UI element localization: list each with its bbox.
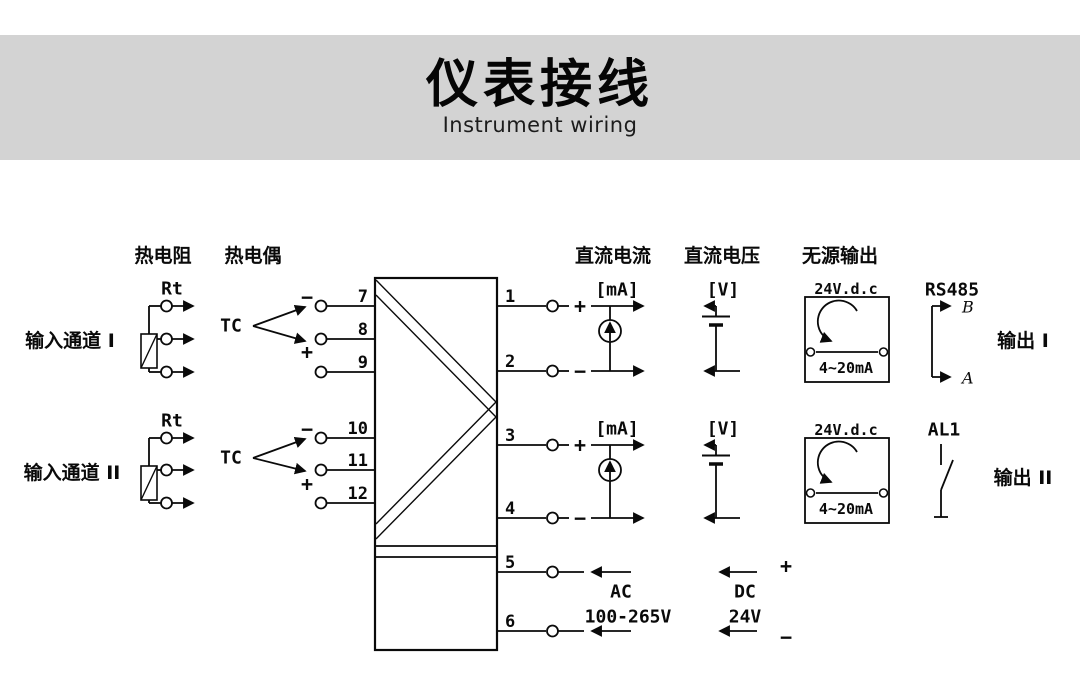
label-input-channel-1: 输入通道 I — [25, 329, 115, 352]
tc1-minus-sign: − — [301, 285, 313, 309]
label-rt-2: Rt — [161, 411, 183, 432]
sensor-lead-circle — [160, 496, 173, 510]
terminal-circle — [314, 431, 328, 445]
terminal-number-9: 9 — [358, 353, 368, 373]
label-ma-1: [mA] — [595, 280, 638, 301]
label-ac-range: 100-265V — [585, 607, 672, 628]
rtd-sensor-1-icon — [140, 299, 195, 379]
sensor-lead-circle — [160, 431, 173, 445]
tc2-minus-sign: − — [301, 417, 313, 441]
label-input-channel-2: 输入通道 II — [24, 461, 121, 484]
terminal-number-2: 2 — [505, 352, 515, 372]
ma2-minus-sign: − — [574, 506, 586, 530]
label-output-2: 输出 II — [994, 466, 1053, 489]
alarm-contact-icon — [934, 444, 954, 518]
label-v-1: [V] — [707, 280, 740, 301]
ma2-plus-sign: + — [574, 433, 586, 457]
label-ma-2: [mA] — [595, 419, 638, 440]
loop-arrow-icon — [816, 440, 858, 484]
terminal-circle — [314, 496, 328, 510]
tc2-plus-sign: + — [301, 472, 313, 496]
terminal-number-11: 11 — [348, 451, 368, 471]
label-dc-value: 24V — [729, 607, 762, 628]
rs485-line-b: B — [961, 298, 974, 317]
terminal-number-6: 6 — [505, 612, 515, 632]
sensor-lead-circle — [160, 332, 173, 346]
terminal-circle — [546, 299, 559, 313]
terminal-circle — [314, 299, 328, 313]
loop-arrow-icon — [816, 299, 858, 343]
left-terminal-pins — [314, 299, 375, 510]
rs485-port-icon — [931, 300, 952, 383]
label-output-1: 输出 I — [997, 329, 1049, 352]
sensor-lead-circle — [160, 463, 173, 477]
terminal-number-8: 8 — [358, 320, 368, 340]
passive1-loop-label: 4~20mA — [819, 359, 873, 377]
label-dc-current: 直流电流 — [575, 244, 651, 267]
thermocouple-2-icon — [252, 436, 307, 475]
passive-output-1-icon — [804, 296, 890, 383]
right-terminal-pins — [497, 299, 559, 638]
power-plus-sign: + — [780, 554, 792, 578]
dc-current-loop-2-icon — [558, 439, 645, 524]
passive-output-2-icon — [804, 437, 890, 524]
loop-terminal-circle — [805, 488, 816, 498]
dc-voltage-2-icon — [702, 439, 740, 524]
dc-current-loop-1-icon — [558, 300, 645, 377]
power-minus-sign: − — [780, 625, 792, 649]
terminal-circle — [546, 364, 559, 378]
ma1-minus-sign: − — [574, 359, 586, 383]
passive2-supply-label: 24V.d.c — [814, 421, 877, 439]
rtd-sensor-2-icon — [140, 431, 195, 510]
dc-voltage-1-icon — [702, 300, 740, 377]
terminal-number-4: 4 — [505, 499, 515, 519]
label-rs485: RS485 — [925, 280, 979, 301]
passive1-supply-label: 24V.d.c — [814, 280, 877, 298]
label-ac: AC — [610, 582, 632, 603]
power-wiring — [558, 566, 757, 637]
loop-terminal-circle — [805, 347, 816, 357]
page-subtitle: Instrument wiring — [442, 113, 638, 138]
terminal-circle — [314, 365, 328, 379]
label-passive-output: 无源输出 — [802, 244, 878, 267]
loop-terminal-circle — [878, 488, 889, 498]
rs485-line-a: A — [960, 369, 974, 388]
label-dc: DC — [734, 582, 756, 603]
passive2-loop-label: 4~20mA — [819, 500, 873, 518]
terminal-circle — [546, 565, 559, 579]
terminal-number-7: 7 — [358, 287, 368, 307]
loop-terminal-circle — [878, 347, 889, 357]
terminal-number-5: 5 — [505, 553, 515, 573]
label-v-2: [V] — [707, 419, 740, 440]
label-dc-voltage: 直流电压 — [684, 244, 760, 267]
label-rtd: 热电阻 — [134, 244, 191, 267]
terminal-circle — [546, 511, 559, 525]
terminal-number-10: 10 — [348, 419, 368, 439]
terminal-circle — [546, 624, 559, 638]
label-thermocouple: 热电偶 — [224, 244, 281, 267]
label-tc-1: TC — [220, 316, 242, 337]
sensor-lead-circle — [160, 299, 173, 313]
sensor-lead-circle — [160, 365, 173, 379]
terminal-circle — [314, 463, 328, 477]
thermocouple-1-icon — [252, 304, 307, 344]
label-rt-1: Rt — [161, 279, 183, 300]
terminal-number-12: 12 — [348, 484, 368, 504]
terminal-number-3: 3 — [505, 426, 515, 446]
page-title: 仪表接线 — [425, 54, 654, 115]
tc1-plus-sign: + — [301, 340, 313, 364]
ma1-plus-sign: + — [574, 294, 586, 318]
label-tc-2: TC — [220, 448, 242, 469]
terminal-circle — [546, 438, 559, 452]
label-al1: AL1 — [928, 420, 961, 441]
isolator-box — [373, 276, 499, 652]
terminal-number-1: 1 — [505, 287, 515, 307]
terminal-circle — [314, 332, 328, 346]
header-band: 仪表接线 Instrument wiring — [0, 35, 1080, 160]
